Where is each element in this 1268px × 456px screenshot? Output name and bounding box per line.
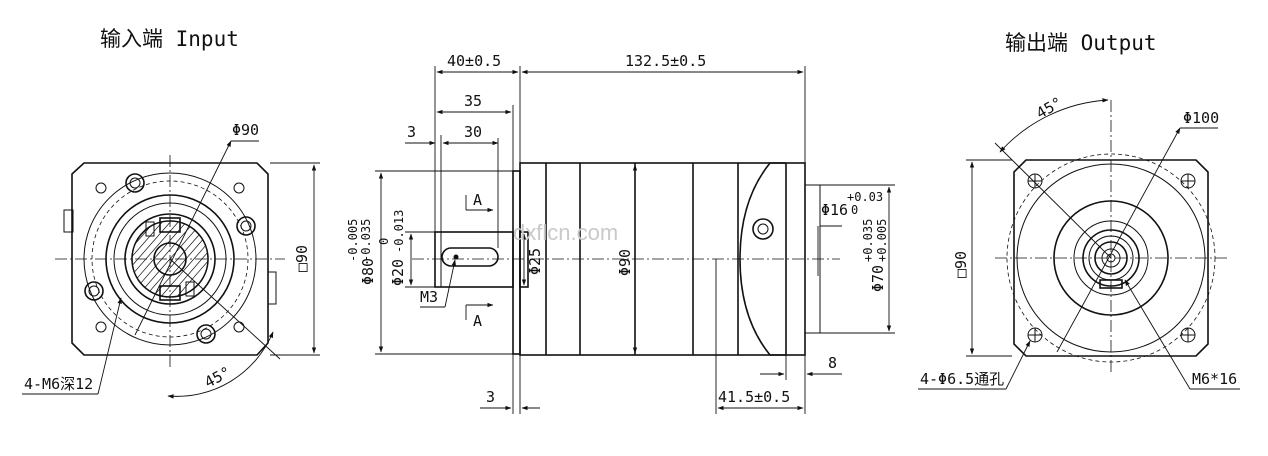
output-view-dimensions: 45° Φ100 □90 4-Φ6.5通孔 M6*16 bbox=[918, 93, 1240, 390]
tol-phi80-upper: -0.005 bbox=[346, 219, 360, 262]
output-dia-label: Φ100 bbox=[1183, 109, 1219, 127]
dim-phi80: Φ80 bbox=[359, 258, 377, 285]
tol-phi70-lower: +0.005 bbox=[875, 219, 889, 262]
input-thread-label: 4-M6深12 bbox=[24, 375, 93, 393]
section-a-bottom: A bbox=[473, 312, 482, 330]
dim-3-bottom: 3 bbox=[486, 388, 495, 406]
dim-phi16: Φ16 bbox=[821, 201, 848, 219]
output-title: 输出端 Output bbox=[1005, 31, 1157, 55]
tol-phi16-lower: 0 bbox=[851, 203, 858, 217]
dim-35: 35 bbox=[464, 92, 482, 110]
output-thread-label: M6*16 bbox=[1192, 370, 1237, 388]
dim-40: 40±0.5 bbox=[447, 52, 501, 70]
tol-phi70-upper: +0.035 bbox=[861, 219, 875, 262]
input-square-label: □90 bbox=[293, 245, 311, 272]
thread-m3: M3 bbox=[420, 288, 438, 306]
input-angle-label: 45° bbox=[201, 363, 233, 392]
dim-30: 30 bbox=[464, 123, 482, 141]
dim-phi90: Φ90 bbox=[616, 249, 634, 276]
watermark: dxflcn.com bbox=[513, 220, 618, 245]
output-square-label: □90 bbox=[952, 251, 970, 278]
side-view-dimensions: 40±0.5 132.5±0.5 35 30 3 3 Φ80 -0.005 -0… bbox=[346, 52, 895, 414]
input-title: 输入端 Input bbox=[100, 27, 239, 51]
input-dia-label: Φ90 bbox=[232, 121, 259, 139]
dim-8: 8 bbox=[828, 354, 837, 372]
output-hole-label: 4-Φ6.5通孔 bbox=[920, 370, 1004, 388]
input-end-view bbox=[55, 155, 285, 370]
tol-phi16-upper: +0.03 bbox=[847, 190, 883, 204]
dim-3-top: 3 bbox=[407, 123, 416, 141]
dim-phi70: Φ70 bbox=[869, 265, 887, 292]
tol-phi20-upper: 0 bbox=[377, 238, 391, 245]
output-end-view bbox=[995, 100, 1228, 375]
section-a-top: A bbox=[473, 191, 482, 209]
dim-132: 132.5±0.5 bbox=[625, 52, 706, 70]
dim-phi25: Φ25 bbox=[526, 248, 544, 275]
tol-phi20-lower: -0.013 bbox=[392, 210, 406, 253]
output-angle-label: 45° bbox=[1033, 93, 1065, 122]
dim-41: 41.5±0.5 bbox=[718, 388, 790, 406]
tol-phi80-lower: -0.035 bbox=[359, 219, 373, 262]
dim-phi20: Φ20 bbox=[389, 259, 407, 286]
